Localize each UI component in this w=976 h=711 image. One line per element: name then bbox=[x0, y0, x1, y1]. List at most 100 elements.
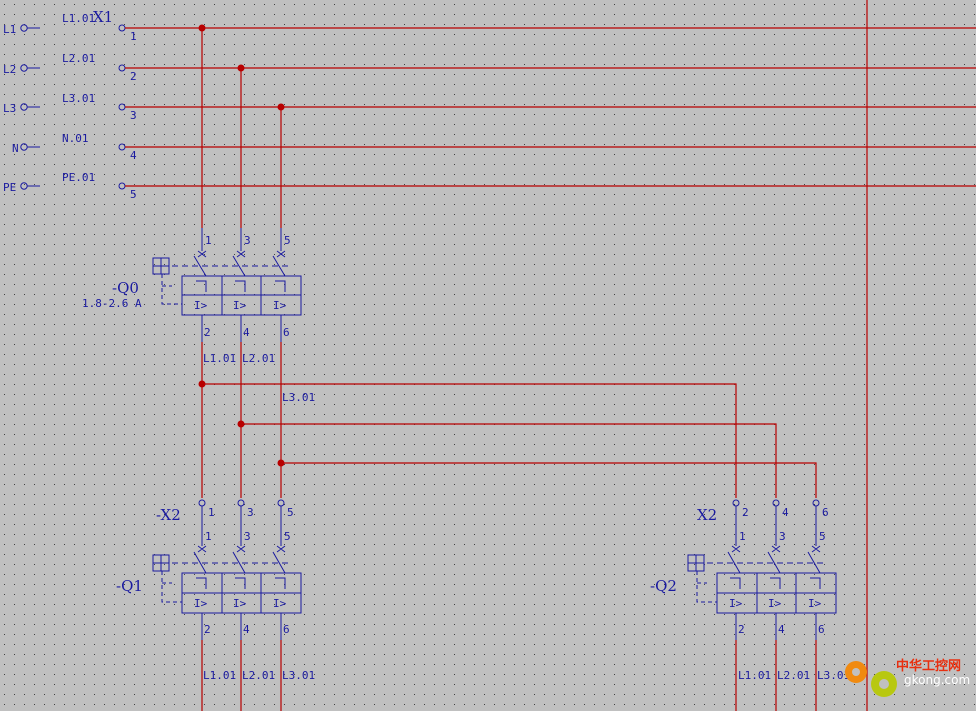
terminal-number: 4 bbox=[130, 149, 137, 162]
terminal-row-name: L1 bbox=[3, 23, 16, 36]
terminal-row-name: N bbox=[12, 142, 19, 155]
thermal-element-icon bbox=[730, 577, 821, 589]
junction-dot bbox=[277, 459, 285, 467]
breaker-pin-number: 2 bbox=[204, 326, 211, 339]
breaker-pin-number: 2 bbox=[738, 623, 745, 636]
wire-number-label: L1.01 bbox=[738, 669, 771, 682]
thermal-element-icon bbox=[196, 577, 286, 589]
wire-number-label: L2.01 bbox=[777, 669, 810, 682]
breaker-pin-number: 6 bbox=[818, 623, 825, 636]
connector-x2-left[interactable]: -X2 1 3 5 bbox=[156, 499, 294, 546]
terminal-row-name: PE bbox=[3, 181, 16, 194]
branch-wire[interactable] bbox=[202, 383, 737, 498]
operator-cross bbox=[153, 258, 169, 274]
circuit-breaker-q0[interactable]: 1 3 5 I> I> I> -Q0 1.8-2.6 A 2 4 6 bbox=[82, 228, 302, 342]
wire-number-label: L1.01 bbox=[62, 12, 95, 25]
breaker-pin-number: 1 bbox=[205, 234, 212, 247]
terminal-row-pe[interactable]: PE PE.01 5 bbox=[3, 171, 976, 201]
watermark: 中华工控网 gkong.com bbox=[845, 658, 970, 697]
trip-link bbox=[161, 274, 182, 305]
trip-link bbox=[696, 571, 717, 603]
breaker-pin-number: 5 bbox=[819, 530, 826, 543]
connector-pin-number: 4 bbox=[782, 506, 789, 519]
breaker-pin-number: 4 bbox=[243, 326, 250, 339]
breaker-tag: -Q0 bbox=[112, 279, 139, 297]
branch-wire[interactable] bbox=[281, 462, 817, 498]
wire-number-label: L3.01 bbox=[817, 669, 850, 682]
contact-mark-icon bbox=[731, 545, 821, 553]
terminal-row-l3[interactable]: L3 L3.01 3 bbox=[3, 92, 976, 122]
breaker-tag: -Q1 bbox=[116, 577, 143, 595]
breaker-pin-number: 5 bbox=[284, 530, 291, 543]
breaker-pin-number: 2 bbox=[204, 623, 211, 636]
relay-label: I> bbox=[194, 299, 208, 312]
feed-wires-q0[interactable] bbox=[198, 24, 285, 229]
breaker-pin-number: 1 bbox=[739, 530, 746, 543]
breaker-pin-number: 6 bbox=[283, 326, 290, 339]
q0-output-wiring[interactable]: L1.01 L2.01 L3.01 bbox=[198, 342, 817, 498]
contact-mark-icon bbox=[197, 250, 286, 258]
connector-pin-number: 3 bbox=[247, 506, 254, 519]
terminal-row-n[interactable]: N N.01 4 bbox=[12, 132, 976, 162]
breaker-pin-number: 3 bbox=[244, 234, 251, 247]
wire-number-label: L3.01 bbox=[282, 391, 315, 404]
thermal-element-icon bbox=[196, 280, 286, 292]
breaker-pin-number: 4 bbox=[243, 623, 250, 636]
terminal-strip-tag: X1 bbox=[93, 8, 113, 26]
circuit-breaker-q2[interactable]: 1 3 5 I> I> I> -Q2 2 4 6 L1.01 L2.01 L3.… bbox=[650, 530, 850, 711]
switch-contact-icon bbox=[193, 551, 286, 574]
operator-cross bbox=[153, 555, 169, 571]
circuit-breaker-q1[interactable]: 1 3 5 I> I> I> -Q1 2 4 6 L1.01 L2.01 L3.… bbox=[116, 530, 315, 711]
watermark-brand: 中华工控网 bbox=[896, 658, 961, 674]
terminal-number: 5 bbox=[130, 188, 137, 201]
connector-pin-number: 5 bbox=[287, 506, 294, 519]
breaker-pin-number: 6 bbox=[283, 623, 290, 636]
junction-dot bbox=[198, 24, 206, 32]
breaker-pin-number: 1 bbox=[205, 530, 212, 543]
connector-tag: -X2 bbox=[156, 506, 181, 524]
breaker-tag: -Q2 bbox=[650, 577, 677, 595]
wire-number-label: L2.01 bbox=[242, 669, 275, 682]
terminal-number: 2 bbox=[130, 70, 137, 83]
junction-dot bbox=[237, 420, 245, 428]
relay-label: I> bbox=[273, 597, 287, 610]
operator-cross bbox=[688, 555, 704, 571]
connector-pin-number: 6 bbox=[822, 506, 829, 519]
terminal-number: 3 bbox=[130, 109, 137, 122]
trip-link bbox=[161, 571, 182, 603]
terminal-row-name: L2 bbox=[3, 63, 16, 76]
breaker-pin-number: 3 bbox=[779, 530, 786, 543]
terminal-number: 1 bbox=[130, 30, 137, 43]
watermark-url: gkong.com bbox=[904, 673, 970, 687]
junction-dot bbox=[277, 103, 285, 111]
connector-pin-number: 2 bbox=[742, 506, 749, 519]
wire-number-label: N.01 bbox=[62, 132, 89, 145]
breaker-pin-number: 5 bbox=[284, 234, 291, 247]
relay-label: I> bbox=[273, 299, 287, 312]
relay-label: I> bbox=[233, 299, 247, 312]
wire-number-label: L2.01 bbox=[242, 352, 275, 365]
terminal-row-l2[interactable]: L2 L2.01 2 bbox=[3, 52, 976, 83]
connector-x2-right[interactable]: X2 2 4 6 bbox=[697, 499, 829, 546]
switch-contact-icon bbox=[727, 551, 821, 574]
breaker-pin-number: 4 bbox=[778, 623, 785, 636]
branch-wire[interactable] bbox=[241, 423, 777, 498]
relay-label: I> bbox=[194, 597, 208, 610]
wire-number-label: L3.01 bbox=[282, 669, 315, 682]
wire-number-label: PE.01 bbox=[62, 171, 95, 184]
junction-dot bbox=[198, 380, 206, 388]
wire-number-label: L1.01 bbox=[203, 669, 236, 682]
relay-label: I> bbox=[729, 597, 743, 610]
relay-label: I> bbox=[233, 597, 247, 610]
wire-number-label: L3.01 bbox=[62, 92, 95, 105]
gear-logo-icon bbox=[845, 661, 897, 697]
breaker-rating: 1.8-2.6 A bbox=[82, 297, 142, 310]
relay-label: I> bbox=[768, 597, 782, 610]
connector-tag: X2 bbox=[697, 506, 717, 524]
wire-number-label: L1.01 bbox=[203, 352, 236, 365]
terminal-strip-x1[interactable]: X1 L1 L1.01 1 L2 L2.01 2 L3 L3.01 3 bbox=[3, 8, 976, 201]
junction-dot bbox=[237, 64, 245, 72]
terminal-row-l1[interactable]: L1 L1.01 1 bbox=[3, 12, 976, 43]
connector-pin-number: 1 bbox=[208, 506, 215, 519]
